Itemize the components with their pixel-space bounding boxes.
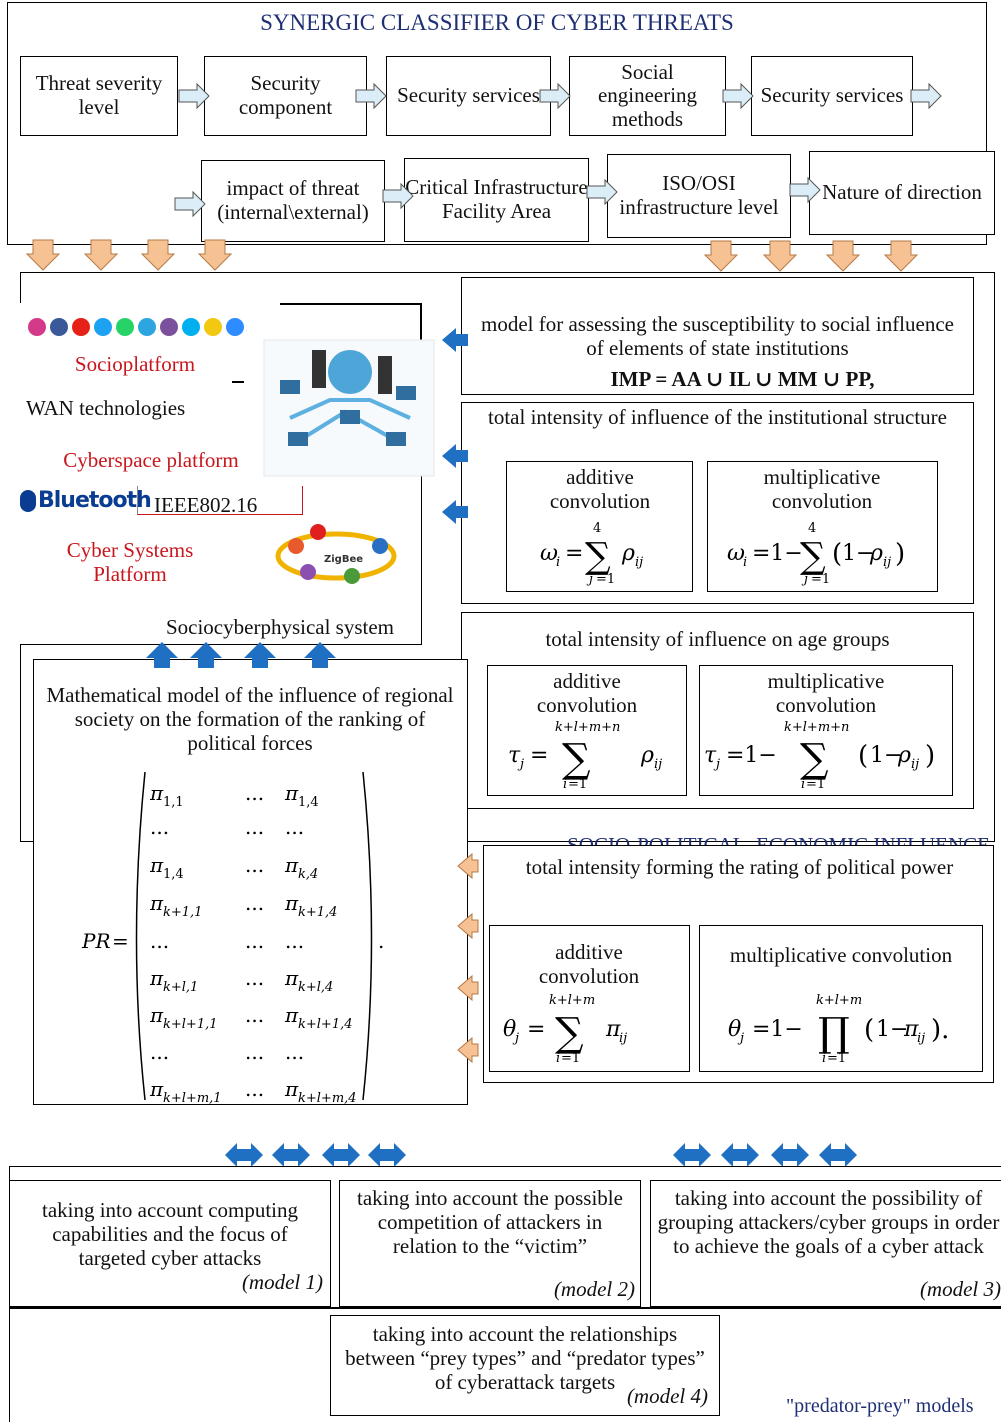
- model2-box: [339, 1180, 641, 1307]
- institutional-title: total intensity of influence of the inst…: [488, 405, 947, 429]
- critical-infrastructure-box: Critical Infrastructure Facility Area: [404, 158, 589, 242]
- security-component-box: Security component: [204, 56, 367, 136]
- model3-tag: (model 3): [919, 1277, 1001, 1301]
- scps-label: Sociocyberphysical system: [165, 615, 395, 639]
- model1-box: [9, 1180, 331, 1307]
- bluetooth-logo-text: Bluetooth: [38, 488, 152, 513]
- classifier-title: SYNERGIC CLASSIFIER OF CYBER THREATS: [260, 10, 734, 35]
- whatsapp-icon: [116, 318, 134, 336]
- predator-prey-label: "predator-prey" models: [786, 1395, 974, 1417]
- rating-additive-label: additive convolution: [538, 940, 640, 989]
- age-additive-box: [487, 665, 687, 796]
- inst-mult-box: [707, 461, 938, 592]
- inst-mult-label: multiplicative convolution: [763, 465, 881, 514]
- model4-tag: (model 4): [626, 1384, 708, 1408]
- inst-additive-box: [506, 461, 693, 592]
- age-additive-label: additive convolution: [536, 669, 638, 718]
- inst-additive-label: additive convolution: [549, 465, 651, 514]
- model1-text: taking into account computing capabiliti…: [41, 1198, 299, 1271]
- instagram-icon: [28, 318, 46, 336]
- youtube-icon: [72, 318, 90, 336]
- nature-direction-box: Nature of direction: [809, 151, 995, 235]
- age-mult-label: multiplicative convolution: [767, 669, 885, 718]
- model4-box: [330, 1315, 720, 1416]
- pr-title: Mathematical model of the influence of r…: [46, 683, 454, 756]
- cybersystems-label: Cyber Systems Platform: [66, 538, 194, 587]
- pr-box: [33, 659, 468, 1105]
- twitter-icon: [94, 318, 112, 336]
- skype-icon: [182, 318, 200, 336]
- rating-additive-box: [489, 925, 690, 1072]
- age-mult-box: [699, 665, 953, 796]
- wan-label: WAN technologies: [26, 396, 186, 420]
- impact-box: impact of threat (internal\external): [201, 160, 385, 242]
- model1-tag: (model 1): [241, 1270, 323, 1294]
- cyberspace-label: Cyberspace platform: [63, 448, 239, 472]
- socio-dash: [232, 381, 244, 383]
- security-services-box-2: Security services: [751, 56, 913, 136]
- telegram-icon: [138, 318, 156, 336]
- rating-mult-box: [699, 925, 983, 1072]
- ieee-label: IEEE802.16: [154, 493, 258, 517]
- rating-mult-label: multiplicative convolution: [729, 943, 953, 967]
- age-title: total intensity of influence on age grou…: [545, 627, 890, 651]
- security-services-box-1: Security services: [386, 56, 551, 136]
- rating-title: total intensity forming the rating of po…: [525, 855, 954, 879]
- model3-text: taking into account the possibility of g…: [657, 1186, 1000, 1259]
- models-divider: [9, 1307, 1001, 1309]
- iso-osi-box: ISO/OSI infrastructure level: [607, 154, 791, 238]
- model2-tag: (model 2): [553, 1277, 635, 1301]
- zoom-icon: [226, 318, 244, 336]
- social-engineering-box: Social engineering methods: [569, 56, 726, 136]
- socioplatform-label: Socioplatform: [74, 352, 196, 376]
- platform-right-line: [420, 303, 422, 343]
- platform-top-line: [280, 303, 422, 305]
- model2-text: taking into account the possible competi…: [357, 1186, 623, 1259]
- model3-box: [650, 1180, 1001, 1307]
- viber-icon: [160, 318, 178, 336]
- model4-text: taking into account the relationships be…: [345, 1322, 705, 1395]
- social-icons: [28, 318, 244, 336]
- ieee-bracket: [137, 486, 303, 515]
- bluetooth-icon: [20, 490, 36, 512]
- threat-severity-box: Threat severity level: [20, 56, 178, 136]
- imp-text: model for assessing the susceptibility t…: [481, 312, 954, 361]
- snapchat-icon: [204, 318, 222, 336]
- imp-box: [461, 277, 974, 395]
- facebook-icon: [50, 318, 68, 336]
- imp-formula: IMP = AA ∪ IL ∪ MM ∪ PP,: [610, 367, 875, 391]
